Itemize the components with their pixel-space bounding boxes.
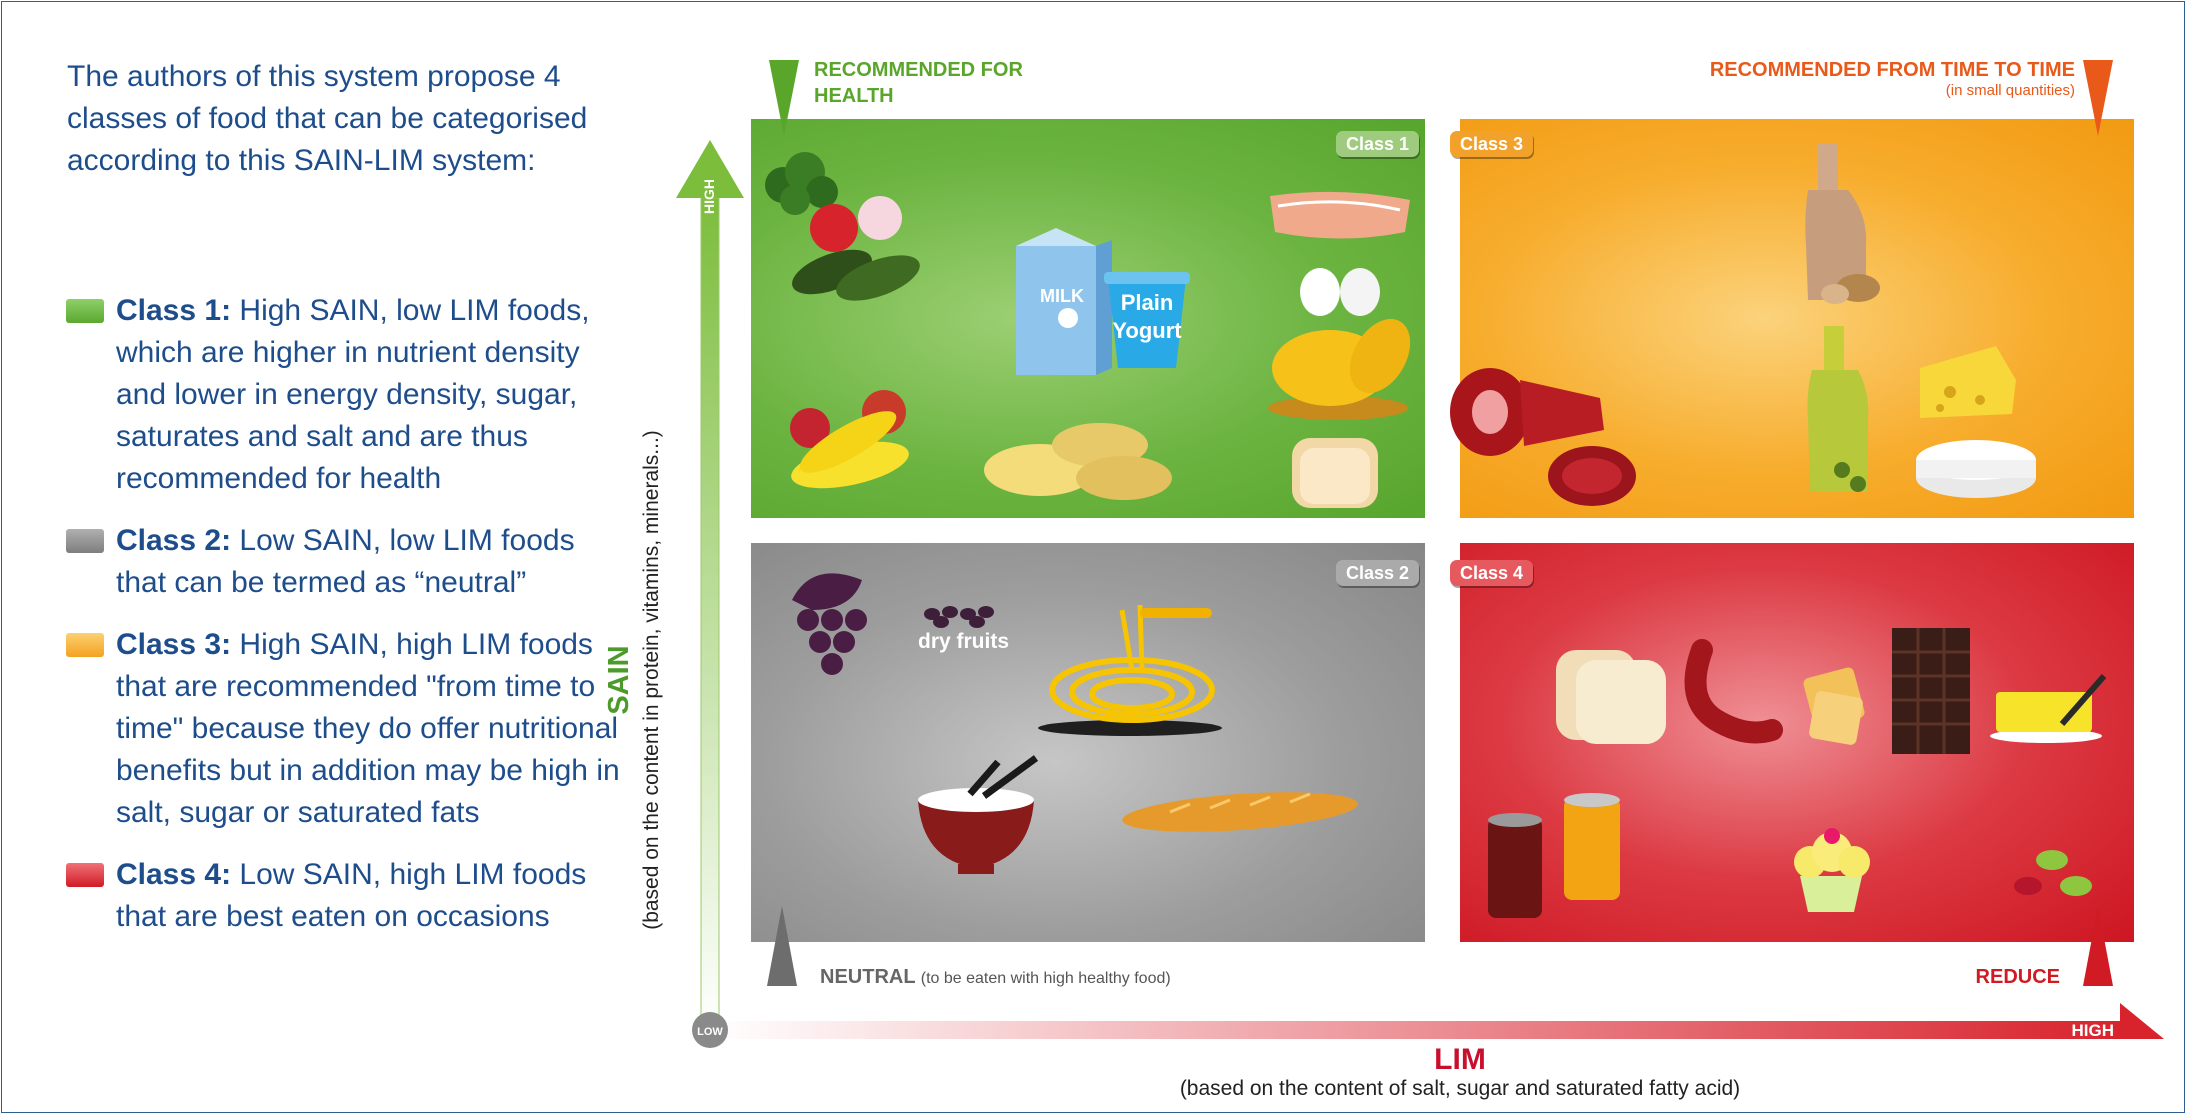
salmon-icon <box>1270 191 1410 239</box>
cheese-wedge-icon <box>1920 346 2016 418</box>
fruit-icon <box>790 390 909 489</box>
bottle-icon <box>1805 144 1867 300</box>
class-2-badge: Class 2 <box>1336 560 1420 586</box>
recommended-marker-icon <box>769 60 799 136</box>
time-to-time-marker-icon <box>2083 60 2113 136</box>
legend-swatch-grey <box>66 529 104 553</box>
egg-icon <box>1300 268 1340 316</box>
ham-leg-icon <box>1450 368 1604 456</box>
intro-text: The authors of this system propose 4 cla… <box>67 60 588 177</box>
legend-class-4: Class 4: Low SAIN, high LIM foods that a… <box>64 854 624 938</box>
orange-can-icon <box>1564 793 1620 900</box>
baguette-icon <box>1122 792 1358 832</box>
soda-can-icon <box>1488 813 1542 918</box>
sain-axis-bar <box>700 197 720 1031</box>
lim-axis-arrowhead <box>2120 1003 2164 1039</box>
origin-low-label: LOW <box>697 1026 723 1038</box>
sliced-bread-icon <box>1556 650 1666 744</box>
class-3-foods <box>1450 144 2036 506</box>
legend-class-3: Class 3: High SAIN, high LIM foods that … <box>64 624 624 834</box>
sausage-icon <box>1684 639 1783 744</box>
yogurt-label-line-2: Yogurt <box>1112 318 1182 343</box>
butter-icon <box>1990 674 2107 743</box>
legend-class-1: Class 1: High SAIN, low LIM foods, which… <box>64 290 624 500</box>
legend-class-2-text: Low SAIN, low LIM foods that can be term… <box>116 524 575 599</box>
legend-swatch-green <box>66 299 104 323</box>
sain-axis <box>676 140 744 1031</box>
recommended-for-health-text: RECOMMENDED FOR HEALTH <box>814 59 1023 107</box>
spaghetti-plate-icon <box>1038 604 1222 736</box>
neutral-text: NEUTRAL <box>820 966 916 988</box>
origin-circle <box>692 1012 728 1048</box>
sain-axis-arrowhead <box>676 140 744 198</box>
dry-fruits-icon <box>924 606 994 628</box>
legend-class-1-text: High SAIN, low LIM foods, which are high… <box>116 294 590 495</box>
neutral-subtext: (to be eaten with high healthy food) <box>920 970 1171 987</box>
legend-class-4-text: Low SAIN, high LIM foods that are best e… <box>116 858 587 933</box>
class-4-foods <box>1488 628 2107 918</box>
camembert-icon <box>1916 440 2036 498</box>
neutral-marker-icon <box>767 906 797 986</box>
tomato-icon <box>810 204 858 252</box>
lim-subtitle: (based on the content of salt, sugar and… <box>1179 1077 1741 1100</box>
crackers-icon <box>1803 667 1865 745</box>
legend-class-3-name: Class 3: <box>116 628 232 661</box>
legend-class-2: Class 2: Low SAIN, low LIM foods that ca… <box>64 520 624 604</box>
broccoli-icon <box>765 152 838 215</box>
zucchini-icon <box>792 249 872 295</box>
lim-high-label: HIGH <box>2072 1021 2115 1040</box>
roast-chicken-icon <box>1268 319 1411 420</box>
sain-high-label: HIGH <box>701 179 717 214</box>
legend-class-2-name: Class 2: <box>116 524 232 557</box>
legend-class-1-name: Class 1: <box>116 294 232 327</box>
bread-slice-icon <box>1292 438 1378 508</box>
lim-axis-bar <box>712 1021 2120 1039</box>
class-2-foods: dry fruits <box>792 573 1358 874</box>
class-3-badge: Class 3 <box>1450 131 1534 157</box>
grapes-icon <box>792 573 867 675</box>
yogurt-cup-icon: Plain Yogurt <box>1104 272 1190 368</box>
rice-bowl-icon <box>918 755 1039 874</box>
potatoes-icon <box>984 423 1172 500</box>
milk-carton-icon: MILK <box>1016 228 1112 375</box>
legend-swatch-orange <box>66 633 104 657</box>
class-legend: Class 1: High SAIN, low LIM foods, which… <box>64 290 624 958</box>
recommended-time-to-time-label: RECOMMENDED FROM TIME TO TIME (in small … <box>1620 57 2075 99</box>
nuts-2-icon <box>1821 284 1849 304</box>
legend-class-3-text: High SAIN, high LIM foods that are recom… <box>116 628 620 829</box>
candy-icon <box>2014 850 2092 896</box>
reduce-marker-icon <box>2083 906 2113 986</box>
legend-class-4-name: Class 4: <box>116 858 232 891</box>
yogurt-label-line-1: Plain <box>1121 290 1174 315</box>
dry-fruits-label: dry fruits <box>918 630 1009 653</box>
recommended-time-to-time-text: RECOMMENDED FROM TIME TO TIME <box>1709 59 2075 81</box>
recommended-for-health-label: RECOMMENDED FOR HEALTH <box>814 57 1034 109</box>
class-1-badge: Class 1 <box>1336 131 1420 157</box>
class-1-foods: MILK Plain Yogurt <box>765 152 1411 508</box>
legend-swatch-red <box>66 863 104 887</box>
class-2-quadrant <box>751 543 1425 942</box>
cupcake-icon <box>1794 828 1870 912</box>
onion-icon <box>858 196 902 240</box>
reduce-text: REDUCE <box>1975 966 2060 988</box>
egg-2-icon <box>1340 268 1380 316</box>
chocolate-bar-icon <box>1892 628 1970 754</box>
olive-oil-bottle-icon <box>1807 326 1869 492</box>
lim-title: LIM <box>1434 1043 1486 1076</box>
zucchini-2-icon <box>836 255 920 301</box>
reduce-label: REDUCE <box>1960 964 2060 990</box>
milk-label: MILK <box>1040 286 1084 306</box>
neutral-label: NEUTRAL (to be eaten with high healthy f… <box>820 964 1380 992</box>
steak-icon <box>1548 446 1636 506</box>
class-4-badge: Class 4 <box>1450 560 1534 586</box>
lim-axis <box>712 1003 2164 1039</box>
small-quantities-text: (in small quantities) <box>1945 82 2075 99</box>
